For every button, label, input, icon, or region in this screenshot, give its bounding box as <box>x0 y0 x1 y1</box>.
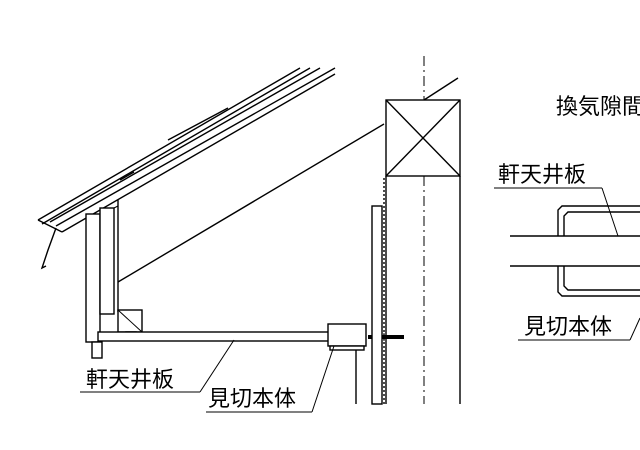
label-vent-gap: 換気隙間 <box>556 95 640 120</box>
svg-text:換気隙間: 換気隙間 <box>556 95 640 120</box>
label-soffit-board-right: 軒天井板 <box>494 163 619 237</box>
wall-framing <box>371 56 461 405</box>
detail-soffit-lines <box>510 235 640 267</box>
fascia-board <box>85 200 119 359</box>
top-plate-beam <box>385 77 461 177</box>
svg-text:軒天井板: 軒天井板 <box>498 163 586 188</box>
svg-text:軒天井板: 軒天井板 <box>86 368 174 393</box>
detail-trim-upper <box>557 205 640 236</box>
label-trim-body-left: 見切本体 <box>206 345 335 413</box>
svg-text:見切本体: 見切本体 <box>208 387 296 412</box>
trim-body-section <box>327 323 367 404</box>
label-soffit-board-left: 軒天井板 <box>80 339 235 393</box>
detail-trim-lower <box>557 266 640 297</box>
roof-slope <box>37 67 336 270</box>
soffit-board-section <box>97 331 331 342</box>
rafter-diagonal <box>117 123 385 283</box>
label-trim-body-right: 見切本体 <box>518 315 640 341</box>
svg-text:見切本体: 見切本体 <box>524 315 612 340</box>
